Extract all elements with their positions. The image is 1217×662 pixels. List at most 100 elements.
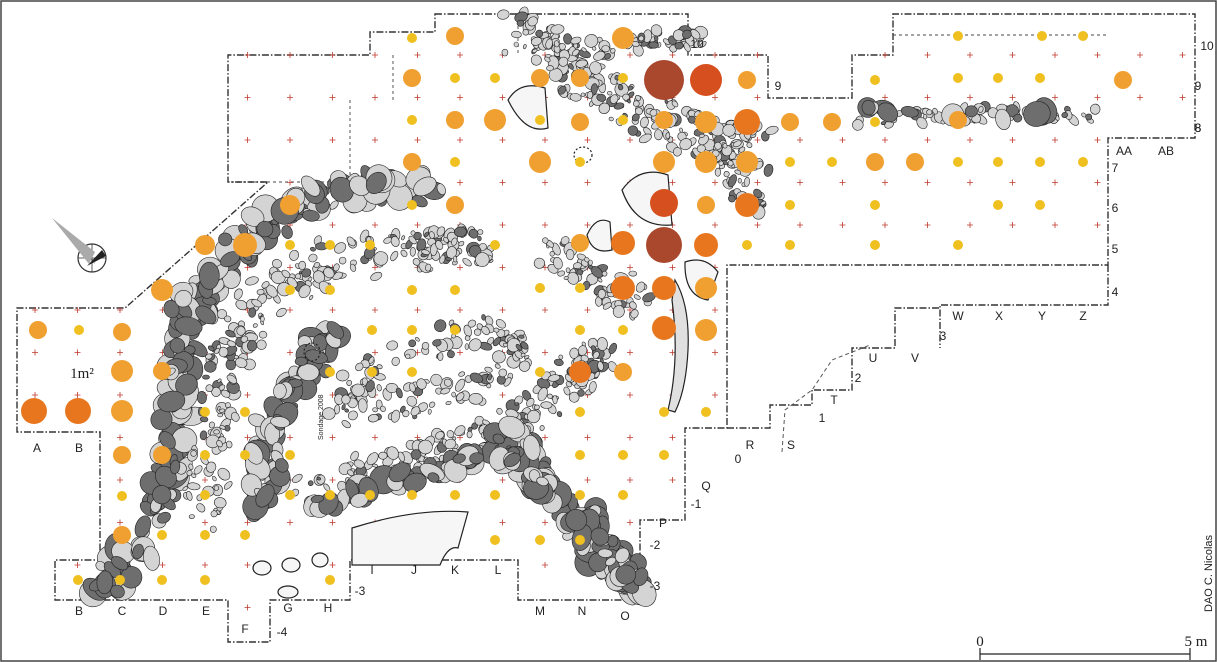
stone (219, 408, 226, 413)
grid-cross (542, 307, 548, 313)
find-dot (644, 60, 684, 100)
stone (308, 253, 318, 263)
stone (281, 225, 293, 239)
stone (376, 384, 382, 392)
post-hole (277, 585, 299, 599)
grid-cross (1052, 179, 1058, 186)
stone (493, 327, 500, 333)
stone (458, 240, 465, 247)
stone (577, 345, 588, 356)
find-dot (569, 361, 591, 383)
find-dot (74, 325, 84, 335)
find-dot (233, 233, 257, 257)
column-label: B (75, 604, 83, 618)
grid-cross (372, 307, 378, 313)
grid-cross (627, 392, 633, 398)
grid-cross (457, 94, 463, 101)
grid-cross (329, 562, 336, 568)
find-dot (450, 285, 460, 295)
find-dot (111, 360, 133, 382)
stone (349, 175, 371, 196)
grid-cross (627, 307, 633, 313)
stone (305, 349, 328, 364)
find-dot (571, 113, 589, 131)
find-dot (200, 450, 210, 460)
grid-cross (669, 434, 676, 441)
stone (216, 309, 228, 320)
stone (224, 424, 231, 432)
stone (458, 371, 466, 377)
stone (225, 329, 236, 338)
stone (310, 494, 324, 503)
stone (584, 34, 599, 48)
stone (209, 525, 217, 533)
grid-cross (1009, 94, 1016, 101)
stone (400, 249, 408, 258)
find-dot (575, 283, 585, 293)
grid-cross (287, 137, 293, 143)
stone (596, 93, 607, 102)
stone (257, 312, 263, 317)
stone (738, 146, 746, 153)
find-dot (157, 575, 167, 585)
stone (246, 340, 258, 352)
stone (494, 363, 501, 369)
stone (413, 176, 437, 197)
find-dot (490, 73, 500, 83)
stone (722, 160, 728, 166)
column-label: Q (701, 479, 710, 493)
stone (664, 99, 668, 104)
find-dot (240, 450, 250, 460)
stone (294, 356, 308, 367)
grid-cross (244, 434, 251, 441)
stone (649, 109, 658, 117)
grid-cross (329, 434, 336, 441)
row-label: 4 (1112, 285, 1119, 299)
stone (601, 45, 610, 53)
stone (143, 545, 160, 571)
grid-cross (32, 307, 38, 313)
stone (355, 362, 364, 372)
find-dot (325, 240, 335, 250)
stone (446, 430, 455, 439)
grid-cross (159, 562, 166, 568)
stone (271, 259, 283, 269)
stone (408, 339, 417, 348)
stone (629, 301, 637, 310)
stone (174, 290, 193, 308)
stone (516, 19, 525, 27)
grid-cross (1094, 222, 1101, 228)
stone (732, 140, 742, 148)
grid-cross (669, 264, 676, 271)
stone (597, 289, 606, 299)
stone (301, 268, 312, 278)
stone (737, 178, 742, 184)
stone (217, 412, 223, 418)
row-label: 7 (1112, 161, 1119, 175)
find-dot (535, 535, 545, 545)
grid-cross (712, 52, 718, 58)
stone (338, 256, 347, 265)
find-dot (823, 113, 841, 131)
row-label: -4 (277, 625, 288, 639)
stone (630, 309, 639, 319)
stone (409, 247, 416, 257)
stone (152, 485, 172, 505)
stone (674, 41, 684, 50)
row-label: -3 (650, 579, 661, 593)
stone (613, 102, 625, 110)
stone (370, 271, 383, 281)
stone (640, 116, 649, 128)
grid-cross (627, 52, 633, 58)
stone (217, 406, 221, 411)
post-hole (311, 552, 329, 568)
find-dot (450, 73, 460, 83)
stone (233, 288, 243, 300)
find-dot (153, 446, 171, 464)
stone (329, 200, 339, 210)
find-dot (614, 363, 632, 381)
find-dot (694, 233, 718, 257)
stone (226, 374, 238, 384)
stone (313, 262, 320, 268)
